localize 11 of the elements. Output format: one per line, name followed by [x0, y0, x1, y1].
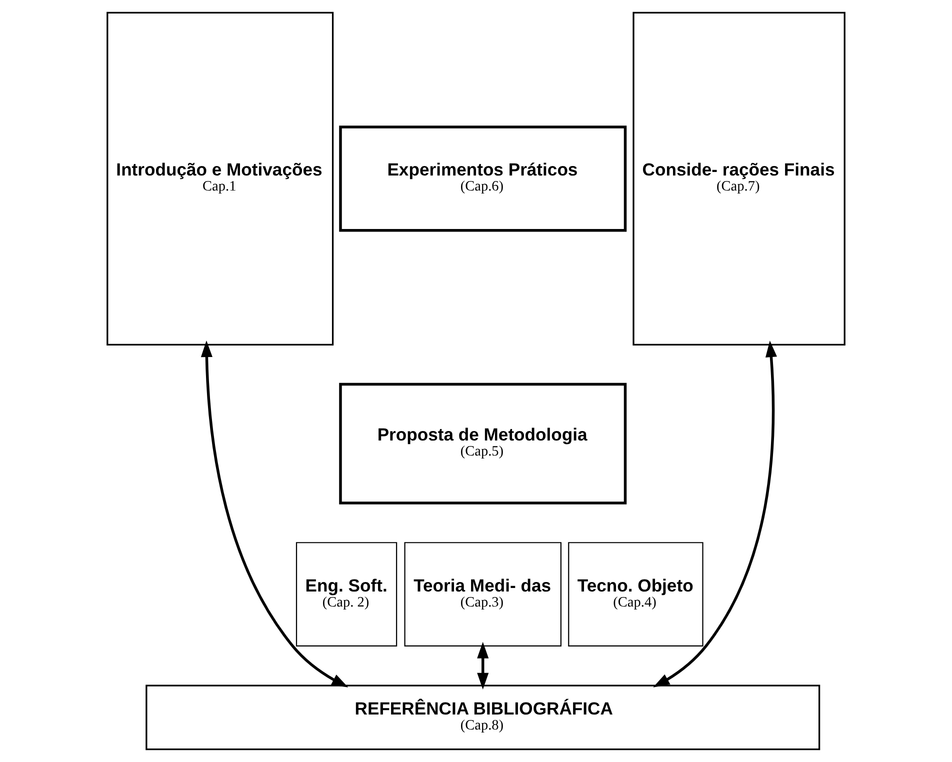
node-box: Tecno. Objeto (Cap.4)	[568, 542, 704, 647]
node-box: Experimentos Práticos (Cap.6)	[339, 126, 627, 232]
node-box: Eng. Soft. (Cap. 2)	[296, 542, 398, 647]
node-box: Introdução e Motivações Cap.1	[106, 12, 334, 346]
arrow	[653, 340, 777, 688]
arrow	[200, 340, 348, 688]
node-box: REFERÊNCIA BIBLIOGRÁFICA (Cap.8)	[146, 684, 820, 750]
arrow	[477, 642, 489, 690]
node-box: Proposta de Metodologia (Cap.5)	[339, 382, 627, 504]
node-box: Teoria Medi- das (Cap.3)	[404, 542, 562, 647]
node-box: Conside- rações Finais (Cap.7)	[632, 12, 846, 346]
